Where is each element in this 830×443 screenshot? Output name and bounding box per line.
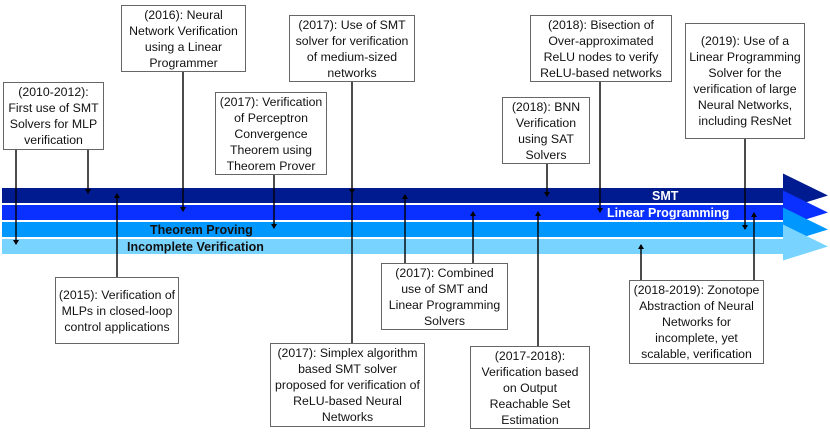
milestone-2018-relu-bisection: (2018): Bisection of Over-approximated R… (530, 15, 672, 82)
band-label-theorem-proving: Theorem Proving (150, 223, 253, 237)
band-arrowhead (783, 224, 828, 261)
milestone-2018-2019-zonotope: (2018-2019): Zonotope Abstraction of Neu… (629, 280, 764, 364)
milestone-2017-2018-reachable-set: (2017-2018): Verification based on Outpu… (470, 346, 590, 429)
connector-arrowhead (470, 211, 476, 216)
band-incomplete-verification (2, 239, 783, 254)
milestone-2017-perceptron-theorem-prover: (2017): Verification of Perceptron Conve… (215, 92, 327, 175)
milestone-2018-bnn-sat: (2018): BNN Verification using SAT Solve… (502, 97, 590, 164)
connector-arrowhead (271, 224, 277, 229)
connector-arrowhead (349, 189, 355, 194)
connector-arrowhead (544, 192, 550, 197)
connector-arrowhead (597, 208, 603, 213)
milestone-2017-simplex-smt: (2017): Simplex algorithm based SMT solv… (270, 343, 425, 427)
milestone-2019-lp-resnet: (2019): Use of a Linear Programming Solv… (685, 23, 805, 139)
band-label-incomplete-verification: Incomplete Verification (127, 240, 264, 254)
milestone-2016-linear-programmer: (2016): Neural Network Verification usin… (121, 5, 246, 72)
band-theorem-proving (2, 222, 783, 237)
connector-arrowhead (13, 240, 19, 245)
connector-arrowhead (751, 212, 757, 217)
connector-arrowhead (535, 211, 541, 216)
band-label-linear-programming: Linear Programming (607, 206, 730, 220)
connector-arrowhead (402, 194, 408, 199)
milestone-2017-smt-lp-combined: (2017): Combined use of SMT and Linear P… (381, 263, 508, 330)
band-linear-programming (2, 205, 783, 220)
connector-arrowhead (85, 189, 91, 194)
connector-arrowhead (638, 244, 644, 249)
milestone-2015-closed-loop: (2015): Verification of MLPs in closed-l… (55, 277, 179, 344)
connector-arrowhead (180, 207, 186, 212)
milestone-2017-smt-medium-networks: (2017): Use of SMT solver for verificati… (289, 15, 415, 82)
connector-arrowhead (114, 193, 120, 198)
band-label-smt: SMT (652, 189, 679, 203)
connector-arrowhead (742, 225, 748, 230)
band-smt (2, 188, 783, 203)
milestone-2010-2012-smt-mlp: (2010-2012): First use of SMT Solvers fo… (3, 82, 104, 150)
